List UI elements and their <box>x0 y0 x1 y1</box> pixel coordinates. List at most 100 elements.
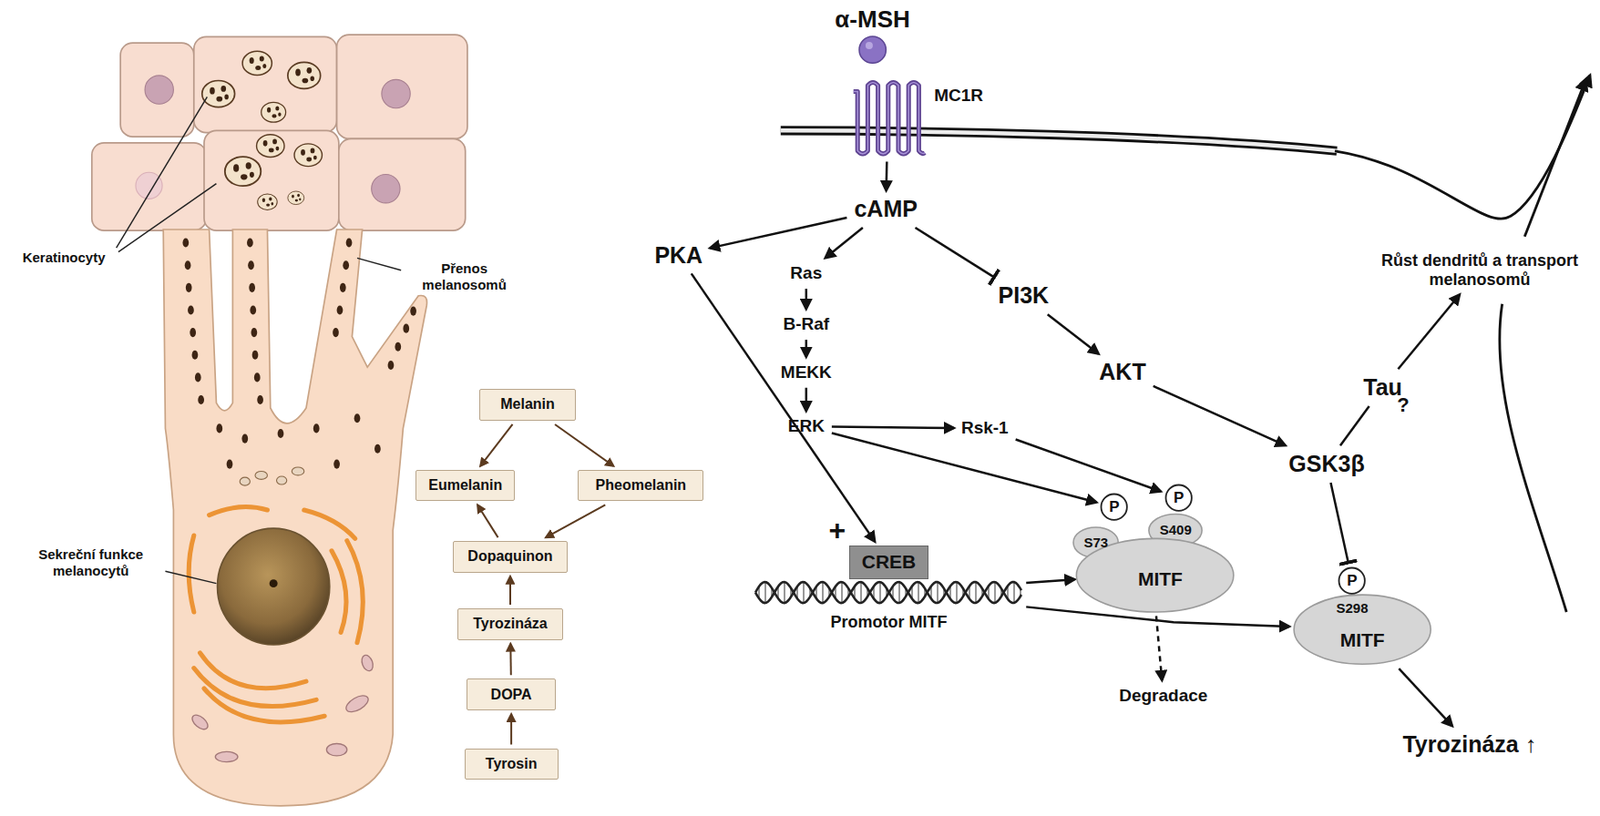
node-text: MITF <box>1138 568 1183 591</box>
connectors <box>477 162 1460 746</box>
melanosome <box>346 238 353 248</box>
melanosome <box>185 283 193 293</box>
cell-membrane <box>1524 79 1586 236</box>
node-text: GSK3β <box>1288 451 1365 478</box>
protein-ellipse: S73S409MITFPP <box>1073 510 1235 615</box>
transcription-factor-box: CREB <box>849 545 929 580</box>
arrow-connector <box>1340 406 1370 446</box>
node-shape <box>1013 582 1015 604</box>
arrow-connector <box>509 644 513 677</box>
melanosome <box>254 372 261 382</box>
leader-line <box>357 257 401 270</box>
pathway-term: ERK <box>784 414 829 439</box>
leader-line <box>116 96 208 248</box>
pathway-box: DOPA <box>466 678 555 711</box>
arrow-connector <box>709 217 847 248</box>
node-text: MC1R <box>933 85 984 106</box>
node-text: PKA <box>654 242 703 269</box>
node-text: Pheomelanin <box>595 477 688 494</box>
endoplasmic-reticulum <box>304 510 356 539</box>
cell-membrane <box>780 75 1590 613</box>
arrow-connector <box>510 714 513 745</box>
node-shape <box>879 582 881 604</box>
melanosome-cluster <box>261 102 287 123</box>
node-text: α-MSH <box>834 6 910 34</box>
node-shape <box>917 582 919 604</box>
node-shape <box>1073 510 1235 615</box>
keratinocyte-cell <box>337 34 468 139</box>
node-shape <box>755 582 1022 604</box>
mitochondrion <box>215 751 238 762</box>
node-shape <box>936 582 938 604</box>
arrow-connector <box>884 162 888 192</box>
arrow-connector <box>554 424 614 467</box>
keratinocyte-nucleus <box>381 79 411 108</box>
melanosome <box>252 350 259 360</box>
melanosome <box>332 328 339 338</box>
node-shape <box>1293 594 1431 665</box>
vesicle <box>255 471 267 480</box>
pathway-term: GSK3β <box>1284 449 1368 480</box>
endoplasmic-reticulum <box>188 535 195 613</box>
node-shape <box>860 582 862 604</box>
melanosome <box>189 328 196 338</box>
cell-illustration <box>92 34 1590 807</box>
node-text: cAMP <box>853 195 917 223</box>
arrow-connector <box>805 288 809 309</box>
pathway-term: MEKK <box>777 360 836 385</box>
arrow-connector <box>831 432 1097 503</box>
keratinocyte-cell <box>120 42 195 137</box>
node-text: Tyrozináza ↑ <box>1402 731 1537 759</box>
node-text: Tau <box>1363 374 1403 401</box>
mitochondrion <box>359 654 376 674</box>
endoplasmic-reticulum <box>347 541 364 644</box>
endoplasmic-reticulum <box>200 653 307 689</box>
node-text: P <box>1173 489 1184 508</box>
node-shape <box>994 582 995 604</box>
arrow-connector <box>545 504 606 538</box>
keratinocyte-nucleus <box>371 174 400 204</box>
mitochondrion <box>343 692 371 716</box>
node-shape <box>1101 493 1128 520</box>
melanosome <box>187 305 195 315</box>
pathway-box: Tyrosin <box>464 748 559 781</box>
node-shape <box>1165 484 1191 511</box>
melanocyte-nucleus <box>217 528 330 646</box>
node-shape <box>755 579 1023 606</box>
keratinocyte-cell <box>92 34 468 231</box>
pathway-term: cAMP <box>850 194 921 225</box>
mitochondrion <box>189 654 375 763</box>
node-text: P <box>1346 572 1357 591</box>
melanosome <box>374 444 381 454</box>
phosphate-circle: P <box>1099 492 1129 522</box>
node-shape <box>755 582 1022 604</box>
arrow-connector <box>477 504 498 538</box>
vesicle <box>239 467 305 486</box>
melanosome <box>333 460 340 470</box>
node-shape <box>783 582 785 604</box>
node-text: Tyrozináza <box>472 615 548 633</box>
vesicle <box>276 476 288 485</box>
endoplasmic-reticulum <box>194 668 317 708</box>
node-text: Degradace <box>1118 686 1208 707</box>
melanosome <box>184 260 192 270</box>
node-text: Eumelanin <box>428 477 503 494</box>
node-text: S298 <box>1335 600 1368 616</box>
arrow-connector <box>1015 440 1161 493</box>
ligand-circle: α-MSH <box>858 35 887 64</box>
node-text: ERK <box>788 416 825 437</box>
node-shape <box>802 582 804 604</box>
node-text: Melanin <box>500 396 555 413</box>
node-text: MITF <box>1340 629 1385 652</box>
keratinocyte-nucleus <box>135 75 411 204</box>
keratinocyte-nucleus <box>135 172 163 199</box>
melanosome <box>402 324 410 334</box>
pathway-box: Pheomelanin <box>577 470 704 503</box>
melanocyte-body <box>163 229 427 807</box>
melanosome <box>394 342 401 352</box>
arrow-connector <box>805 339 809 358</box>
arrow-connector <box>825 227 863 258</box>
melanosome <box>277 429 285 439</box>
pathway-term: Rsk-1 <box>957 416 1013 441</box>
cell-membrane <box>1334 75 1590 219</box>
